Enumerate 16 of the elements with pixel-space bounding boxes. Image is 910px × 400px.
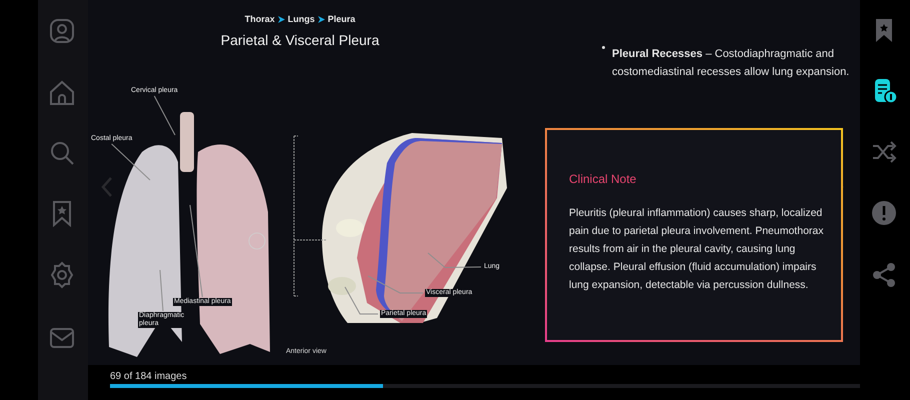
- clinical-note-card: [545, 128, 843, 342]
- leader-line: [160, 270, 164, 312]
- breadcrumb-link: Pleura: [328, 14, 356, 24]
- leader-line: [111, 144, 150, 180]
- breadcrumb-link: Lungs: [288, 14, 315, 24]
- leader-line: [154, 96, 176, 136]
- card-body-text: Pleuritis (pleural inflammation) causes sharp, localized pain due to parietal pleura involvement. Pneumothorax results from air in the pleural cavity, causing lung collapse. Pleural effusion (fluid accumulation) impairs lung expansion, detectable via percussion dullness.: [569, 206, 824, 293]
- slide-title: Parietal & Visceral Pleura: [220, 32, 380, 48]
- leader-line: [428, 252, 482, 268]
- leader-line: [344, 286, 378, 314]
- bullet-text: Pleural Recesses – Costodiaphragmatic and costomediastinal recesses allow lung expansion.: [612, 47, 850, 80]
- breadcrumb-link: Thorax: [244, 14, 275, 24]
- leader-line: [190, 204, 203, 298]
- leader-line: [368, 276, 424, 294]
- progress-text: 69 of 184 images: [110, 371, 187, 382]
- card-heading: Clinical Note: [569, 172, 636, 186]
